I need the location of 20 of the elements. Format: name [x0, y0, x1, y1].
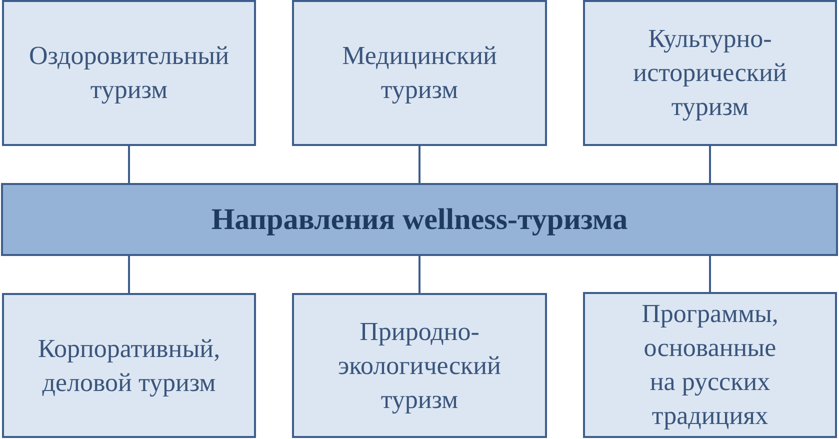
central-title: Направления wellness-туризма: [211, 202, 628, 238]
category-box: [583, 292, 837, 438]
connector-line: [418, 256, 420, 293]
category-box: [583, 0, 837, 146]
category-box: [2, 0, 256, 146]
connector-line: [709, 146, 711, 183]
category-box: [2, 293, 256, 438]
category-label: Медицинский туризм: [341, 40, 498, 106]
category-box: [292, 0, 547, 146]
category-label: Оздоровительный туризм: [28, 40, 230, 106]
connector-line: [128, 146, 130, 183]
category-label: Культурно-исторический туризм: [632, 23, 788, 123]
category-box: [292, 293, 547, 438]
category-label: Корпоративный, деловой туризм: [36, 332, 222, 399]
central-bar: [1, 183, 838, 256]
connector-line: [128, 256, 130, 293]
connector-line: [418, 146, 420, 183]
connector-line: [709, 256, 711, 292]
category-label: Природно-экологический туризм: [337, 316, 502, 416]
category-label: Программы, основанные на русских традициях: [640, 298, 780, 432]
